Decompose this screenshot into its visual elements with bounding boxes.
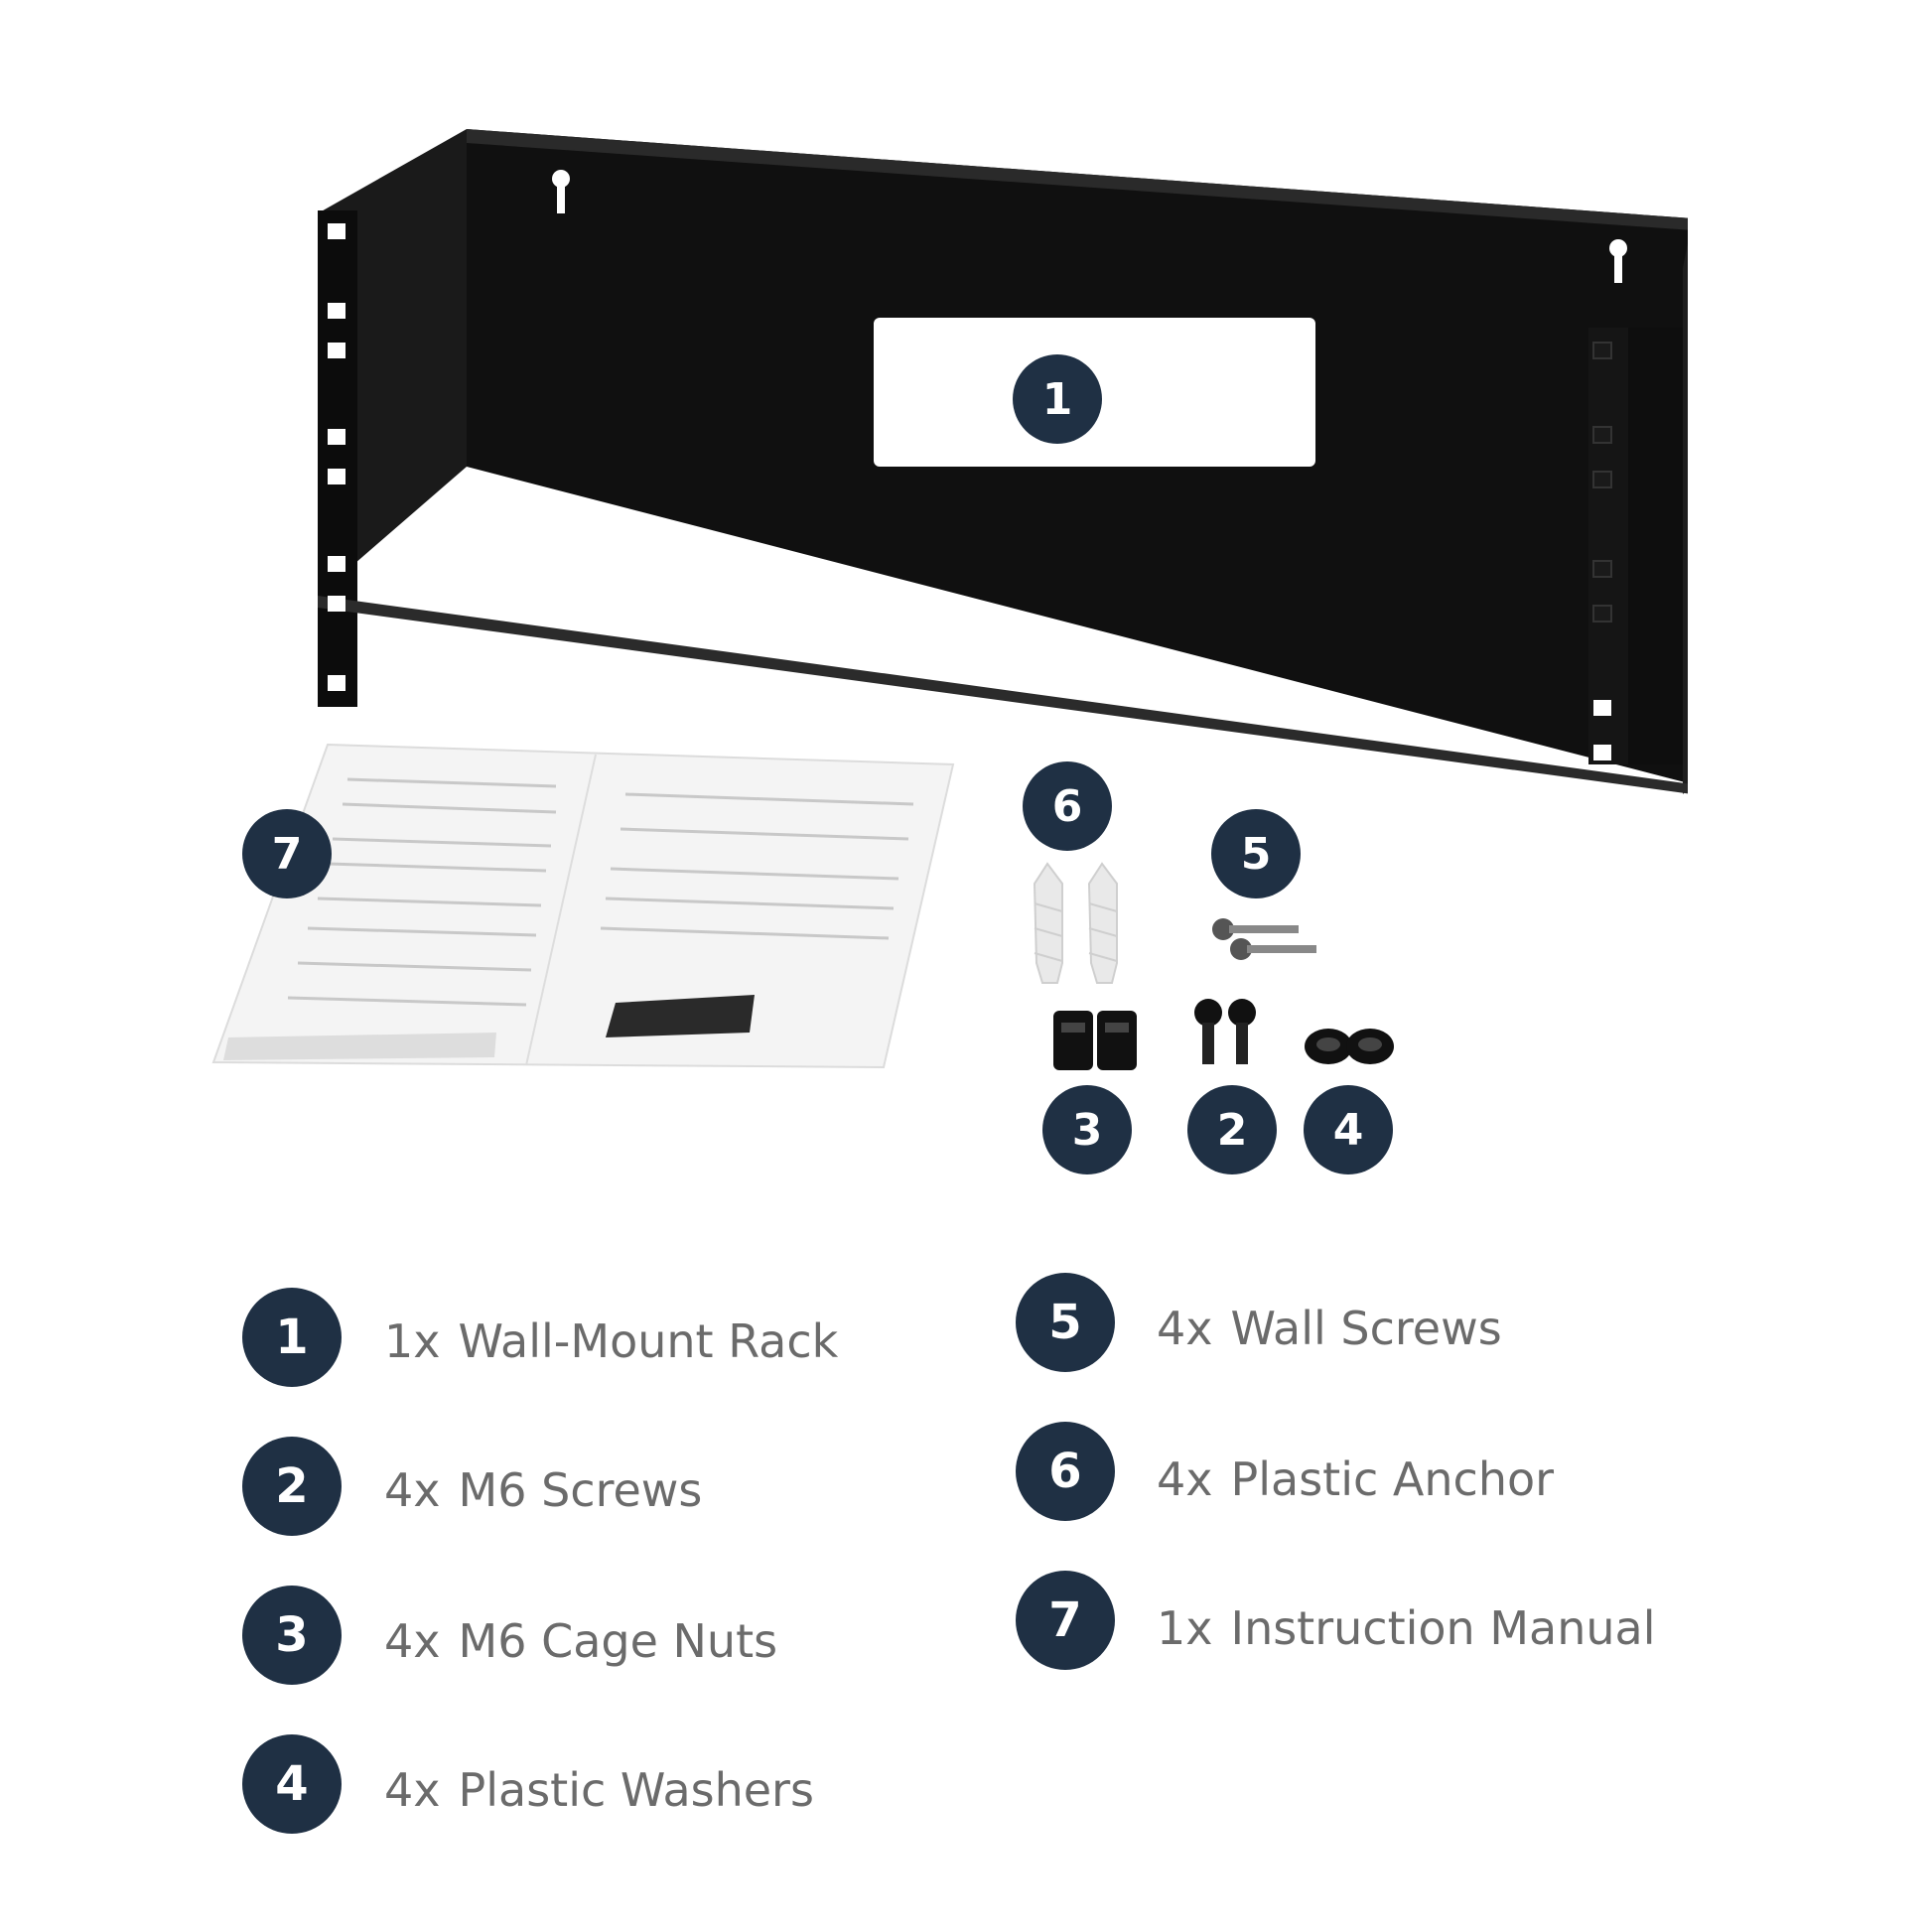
callout-badge: 4 [1304, 1085, 1393, 1174]
callout-badge: 7 [242, 809, 332, 898]
item-qty: 4x [1157, 1302, 1213, 1355]
legend-badge: 7 [1016, 1571, 1115, 1670]
instruction-manual-icon [211, 743, 955, 1069]
legend-badge: 3 [242, 1586, 342, 1685]
item-label: M6 Cage Nuts [458, 1614, 778, 1668]
item-label: Wall Screws [1230, 1302, 1502, 1355]
callout-badge: 6 [1023, 761, 1112, 851]
legend-badge: 4 [242, 1734, 342, 1834]
callout-badge: 2 [1187, 1085, 1277, 1174]
callout-badge: 5 [1211, 809, 1301, 898]
item-label: M6 Screws [458, 1463, 703, 1517]
item-qty: 1x [384, 1314, 441, 1368]
item-qty: 4x [384, 1463, 441, 1517]
plastic-anchor-icon [1033, 862, 1118, 984]
item-qty: 4x [384, 1763, 441, 1817]
item-label: Plastic Anchor [1230, 1452, 1555, 1506]
item-qty: 4x [1157, 1452, 1213, 1506]
item-label: Wall-Mount Rack [458, 1314, 839, 1368]
wall-mount-rack-icon [318, 129, 1688, 794]
cage-nut-icon [1053, 1011, 1137, 1070]
legend-badge: 6 [1016, 1422, 1115, 1521]
callout-badge: 3 [1042, 1085, 1132, 1174]
wall-screw-icon [1212, 918, 1316, 960]
legend-badge: 2 [242, 1437, 342, 1536]
item-qty: 1x [1157, 1601, 1213, 1655]
item-label: Plastic Washers [458, 1763, 814, 1817]
item-label: Instruction Manual [1230, 1601, 1656, 1655]
callout-badge: 1 [1013, 354, 1102, 444]
item-qty: 4x [384, 1614, 441, 1668]
m6-screw-icon [1194, 999, 1256, 1064]
plastic-washer-icon [1305, 1029, 1394, 1064]
legend-badge: 1 [242, 1288, 342, 1387]
legend-badge: 5 [1016, 1273, 1115, 1372]
